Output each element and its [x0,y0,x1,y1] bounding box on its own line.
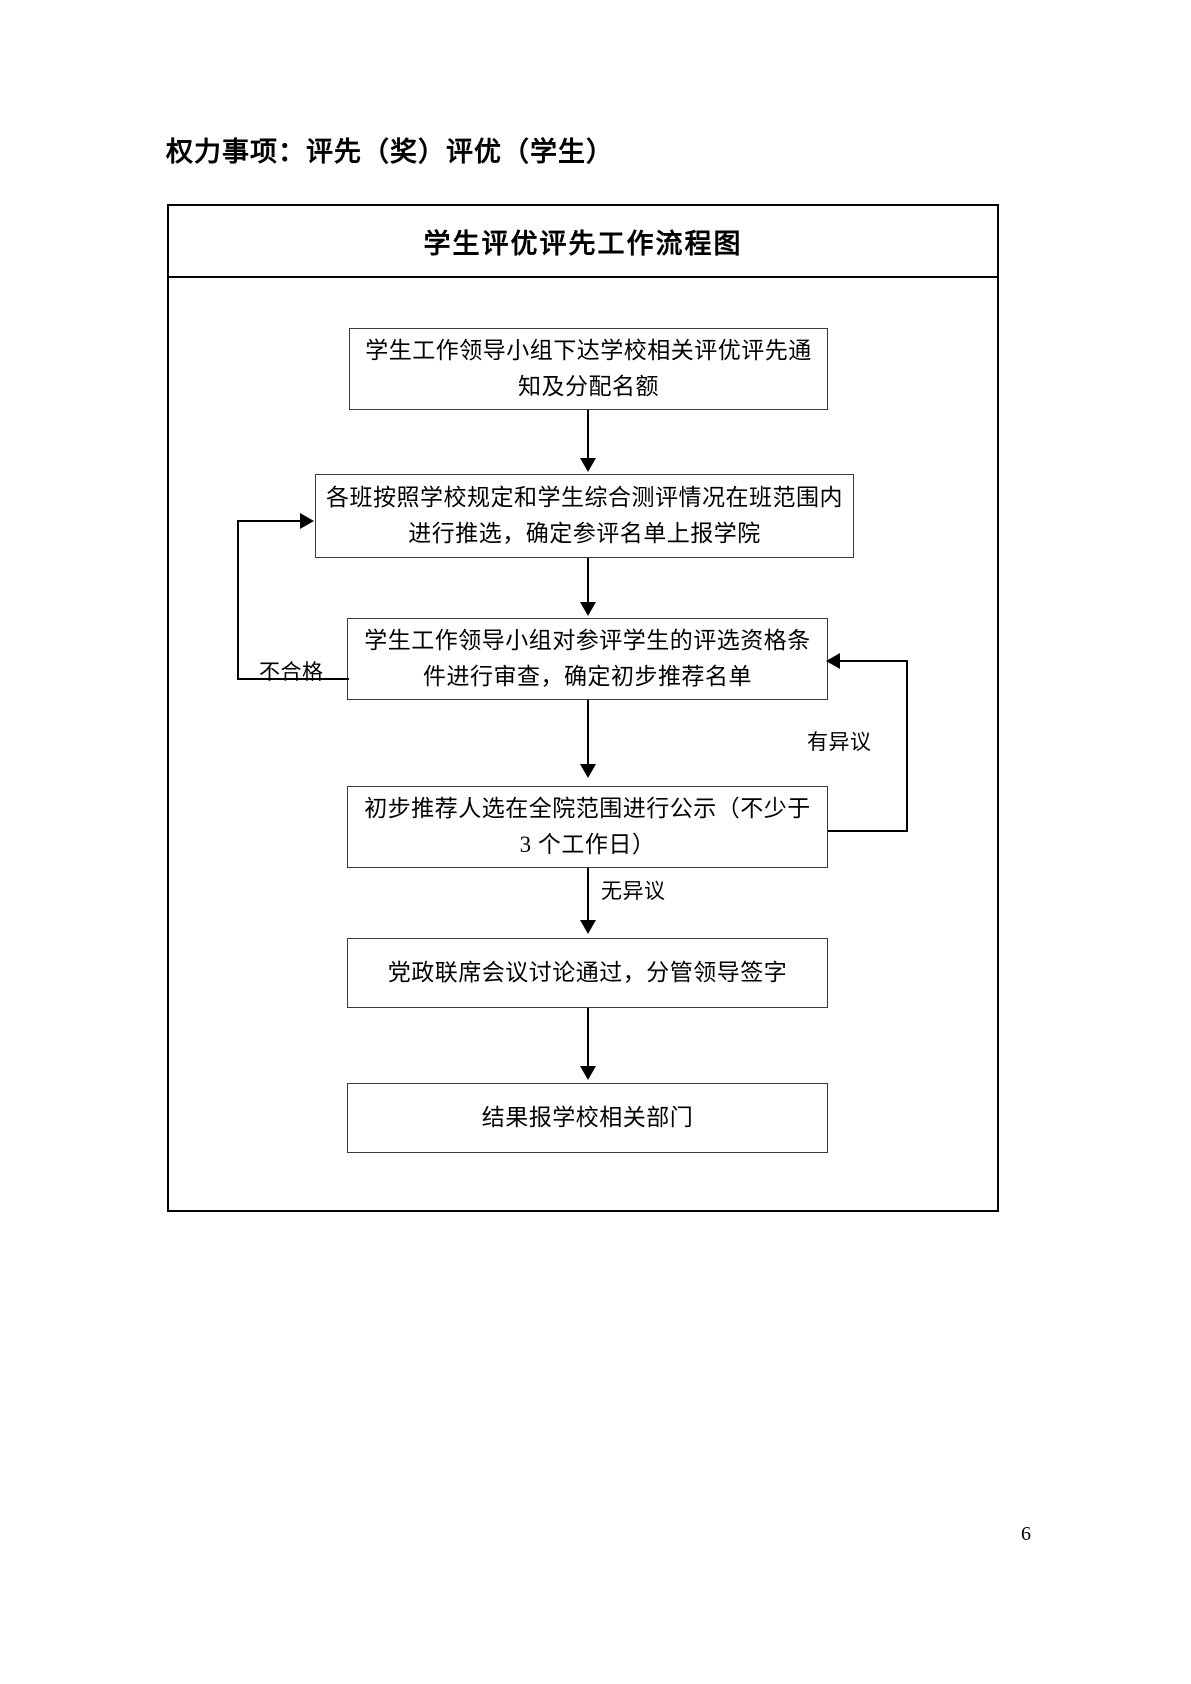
flowchart-canvas: 学生工作领导小组下达学校相关评优评先通知及分配名额 各班按照学校规定和学生综合测… [169,278,997,1210]
flowchart-title: 学生评优评先工作流程图 [423,228,743,259]
arrowhead-objection [826,653,840,669]
flow-node-3[interactable]: 学生工作领导小组对参评学生的评选资格条件进行审查，确定初步推荐名单 [347,618,828,700]
connector-reject-top [237,520,301,522]
connector-n2-n3 [587,558,589,602]
connector-n4-n5 [587,868,589,922]
connector-objection-vertical [906,660,908,832]
flow-node-3-label: 学生工作领导小组对参评学生的评选资格条件进行审查，确定初步推荐名单 [364,628,811,689]
flow-node-6[interactable]: 结果报学校相关部门 [347,1083,828,1153]
arrowhead-n3-n4 [580,764,596,778]
connector-reject-bottom [237,678,349,680]
page-title: 权力事项：评先（奖）评优（学生） [166,137,614,167]
arrowhead-reject [300,513,314,529]
connector-reject-vertical [237,520,239,680]
flow-node-2[interactable]: 各班按照学校规定和学生综合测评情况在班范围内进行推选，确定参评名单上报学院 [315,474,854,558]
connector-objection-bottom [828,830,908,832]
flow-node-5-label: 党政联席会议讨论通过，分管领导签字 [387,960,788,986]
flow-node-1[interactable]: 学生工作领导小组下达学校相关评优评先通知及分配名额 [349,328,828,410]
arrowhead-n1-n2 [580,458,596,472]
connector-objection-top [839,660,908,662]
edge-label-objection: 有异议 [807,730,872,754]
arrowhead-n2-n3 [580,602,596,616]
page-number: 6 [1021,1523,1031,1545]
arrowhead-n5-n6 [580,1066,596,1080]
flow-node-1-label: 学生工作领导小组下达学校相关评优评先通知及分配名额 [365,338,812,399]
flow-node-4[interactable]: 初步推荐人选在全院范围进行公示（不少于 3 个工作日） [347,786,828,868]
flowchart-frame: 学生评优评先工作流程图 学生工作领导小组下达学校相关评优评先通知及分配名额 各班… [167,204,999,1212]
flow-node-2-label: 各班按照学校规定和学生综合测评情况在班范围内进行推选，确定参评名单上报学院 [326,485,843,546]
connector-n5-n6 [587,1008,589,1068]
edge-label-reject: 不合格 [259,660,324,684]
connector-n1-n2 [587,410,589,460]
arrowhead-n4-n5 [580,920,596,934]
flow-node-6-label: 结果报学校相关部门 [481,1105,694,1131]
flowchart-title-bar: 学生评优评先工作流程图 [169,206,997,278]
edge-label-no-objection: 无异议 [601,879,666,903]
connector-n3-n4 [587,700,589,764]
flow-node-4-label: 初步推荐人选在全院范围进行公示（不少于 3 个工作日） [364,796,811,857]
flow-node-5[interactable]: 党政联席会议讨论通过，分管领导签字 [347,938,828,1008]
